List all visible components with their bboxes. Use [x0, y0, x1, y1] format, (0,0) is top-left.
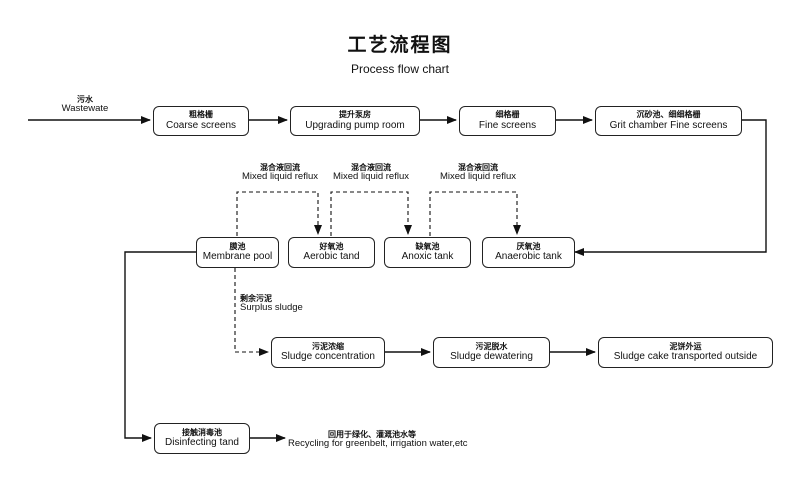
- anaerobic-tank-label-zh: 厌氧池: [516, 241, 541, 251]
- surplus-sludge-label-zh: 剩余污泥: [240, 294, 272, 303]
- surplus-sludge-label: 剩余污泥 Surplus sludge: [240, 294, 320, 314]
- reflux-label-1: 混合液回流 Mixed liquid reflux: [225, 163, 335, 183]
- reflux-label-3-zh: 混合液回流: [458, 163, 498, 172]
- fine-screens-label-zh: 细格栅: [495, 110, 520, 120]
- surplus-sludge-label-en: Surplus sludge: [240, 302, 303, 314]
- anoxic-tank-label-zh: 缺氧池: [415, 241, 440, 251]
- aerobic-tank-label-zh: 好氧池: [319, 241, 344, 251]
- reflux-loop-2: [330, 191, 412, 236]
- reflux-label-1-zh: 混合液回流: [260, 163, 300, 172]
- recycling-label-en: Recycling for greenbelt, irrigation wate…: [288, 438, 468, 450]
- membrane-pool-label-en: Membrane pool: [202, 251, 273, 263]
- anaerobic-tank-node: 厌氧池 Anaerobic tank: [482, 237, 575, 268]
- diagram-title-en: Process flow chart: [350, 62, 450, 76]
- anoxic-tank-label-en: Anoxic tank: [401, 251, 454, 263]
- anaerobic-tank-label-en: Anaerobic tank: [495, 251, 562, 263]
- pump-room-label-en: Upgrading pump room: [305, 119, 405, 131]
- reflux-loop-1: [236, 191, 322, 236]
- fine-screens-node: 细格栅 Fine screens: [459, 106, 556, 136]
- pump-room-label-zh: 提升泵房: [339, 110, 371, 120]
- reflux-label-2: 混合液回流 Mixed liquid reflux: [322, 163, 420, 183]
- wastewater-label: 污水 Wastewate: [50, 95, 120, 115]
- reflux-label-3: 混合液回流 Mixed liquid reflux: [425, 163, 531, 183]
- disinfecting-tank-label-en: Disinfecting tand: [165, 437, 239, 449]
- surplus-sludge-line: [234, 268, 269, 356]
- membrane-to-disinfecting-arrow: [124, 251, 196, 442]
- wastewater-label-zh: 污水: [77, 95, 93, 104]
- coarse-screens-label-en: Coarse screens: [165, 119, 237, 131]
- reflux-loop-3: [429, 191, 521, 236]
- sludge-concentration-label-en: Sludge concentration: [281, 351, 375, 363]
- sludge-dewatering-label-zh: 污泥脱水: [475, 341, 508, 351]
- disinfecting-tank-node: 接触消毒池 Disinfecting tand: [154, 423, 250, 454]
- reflux-label-1-en: Mixed liquid reflux: [241, 171, 319, 183]
- pump-room-node: 提升泵房 Upgrading pump room: [290, 106, 420, 136]
- wastewater-label-en: Wastewate: [61, 103, 109, 115]
- coarse-screens-node: 粗格栅 Coarse screens: [153, 106, 249, 136]
- aerobic-tank-node: 好氧池 Aerobic tand: [288, 237, 375, 268]
- grit-chamber-label-en: Grit chamber Fine screens: [609, 119, 728, 131]
- disinfecting-tank-label-zh: 接触消毒池: [182, 427, 222, 437]
- grit-chamber-label-zh: 沉砂池、细细格栅: [636, 110, 701, 120]
- membrane-pool-node: 膜池 Membrane pool: [196, 237, 279, 268]
- fine-screens-label-en: Fine screens: [478, 119, 537, 131]
- recycling-label: 回用于绿化、灌溉池水等 Recycling for greenbelt, irr…: [288, 430, 528, 450]
- reflux-label-2-en: Mixed liquid reflux: [332, 171, 410, 183]
- grit-chamber-node: 沉砂池、细细格栅 Grit chamber Fine screens: [595, 106, 742, 136]
- diagram-title-zh: 工艺流程图: [347, 35, 453, 56]
- coarse-screens-label-zh: 粗格栅: [189, 110, 213, 120]
- sludge-cake-label-en: Sludge cake transported outside: [613, 351, 758, 363]
- sludge-concentration-node: 污泥浓缩 Sludge concentration: [271, 337, 385, 368]
- anoxic-tank-node: 缺氧池 Anoxic tank: [384, 237, 471, 268]
- membrane-pool-label-zh: 膜池: [229, 241, 246, 251]
- reflux-label-3-en: Mixed liquid reflux: [439, 171, 517, 183]
- sludge-cake-label-zh: 泥饼外运: [669, 341, 702, 351]
- sludge-dewatering-node: 污泥脱水 Sludge dewatering: [433, 337, 550, 368]
- recycling-label-zh: 回用于绿化、灌溉池水等: [328, 430, 416, 439]
- sludge-cake-node: 泥饼外运 Sludge cake transported outside: [598, 337, 773, 368]
- reflux-label-2-zh: 混合液回流: [351, 163, 391, 172]
- grit-to-anaerobic-arrow: [574, 119, 767, 256]
- sludge-dewatering-label-en: Sludge dewatering: [450, 351, 533, 363]
- aerobic-tank-label-en: Aerobic tand: [303, 251, 360, 263]
- sludge-concentration-label-zh: 污泥浓缩: [312, 341, 344, 351]
